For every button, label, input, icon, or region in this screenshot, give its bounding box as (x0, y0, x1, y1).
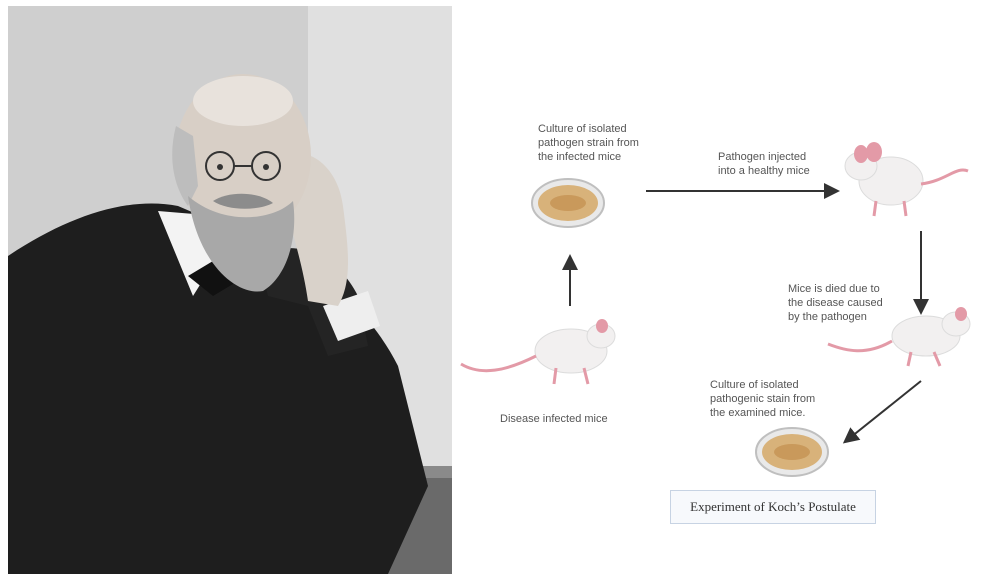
label-culture-examined: Culture of isolated pathogenic stain fro… (710, 378, 815, 420)
petri-dish-icon (532, 179, 604, 227)
label-disease-infected: Disease infected mice (500, 412, 608, 426)
petri-dish-icon (756, 428, 828, 476)
arrow-icon (846, 381, 921, 441)
diagram-caption: Experiment of Koch’s Postulate (670, 490, 876, 524)
diagram-graphics (456, 6, 981, 574)
label-pathogen-injected: Pathogen injected into a healthy mice (718, 150, 810, 178)
portrait-photo (8, 6, 452, 574)
label-mice-died: Mice is died due to the disease caused b… (788, 282, 883, 324)
label-culture-infected: Culture of isolated pathogen strain from… (538, 122, 639, 164)
mouse-icon (461, 319, 615, 384)
koch-postulate-diagram: Culture of isolated pathogen strain from… (456, 6, 981, 574)
portrait-illustration (8, 6, 452, 574)
mouse-icon (845, 142, 968, 216)
